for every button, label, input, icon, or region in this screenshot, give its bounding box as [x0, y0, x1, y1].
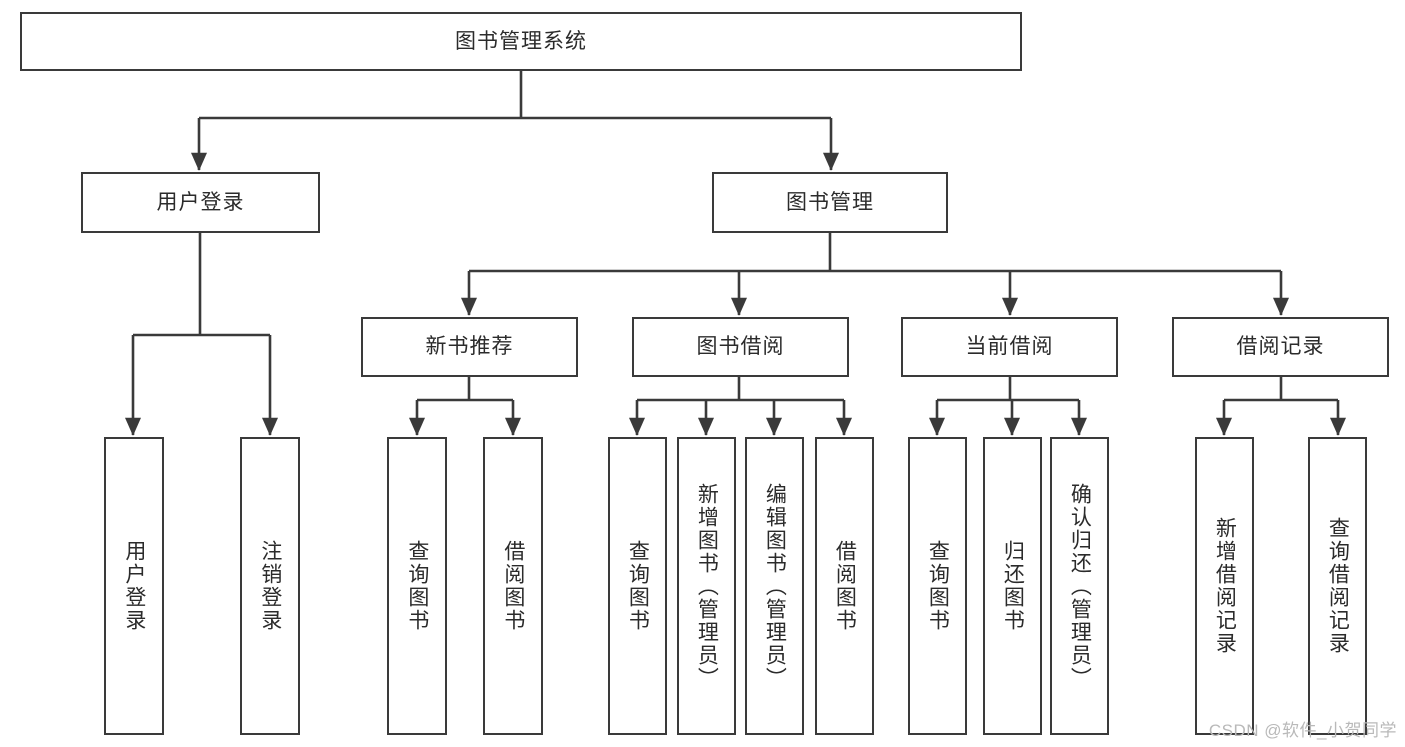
leaf-borrow-record-add-record[interactable]: 新增借阅记录: [1195, 437, 1254, 735]
node-label: 当前借阅: [965, 335, 1054, 359]
leaf-current-borrow-confirm-return-admin[interactable]: 确认归还（管理员）: [1050, 437, 1109, 735]
leaf-current-borrow-return-book[interactable]: 归还图书: [983, 437, 1042, 735]
node-label: 用户登录: [156, 190, 245, 214]
node-label: 借阅记录: [1236, 335, 1325, 359]
node-borrow-record[interactable]: 借阅记录: [1172, 317, 1389, 377]
leaf-book-borrow-borrow-book[interactable]: 借阅图书: [815, 437, 874, 735]
node-new-book-recommend[interactable]: 新书推荐: [361, 317, 578, 377]
node-label: 查询图书: [405, 540, 429, 632]
node-book-borrow[interactable]: 图书借阅: [632, 317, 849, 377]
node-root-book-management-system[interactable]: 图书管理系统: [20, 12, 1022, 71]
node-label: 借阅图书: [833, 540, 857, 632]
leaf-new-book-borrow-book[interactable]: 借阅图书: [483, 437, 543, 735]
node-label: 查询图书: [626, 540, 650, 632]
leaf-new-book-query-book[interactable]: 查询图书: [387, 437, 447, 735]
node-label: 归还图书: [1001, 540, 1025, 632]
node-label: 图书管理: [786, 190, 874, 214]
leaf-book-borrow-add-book-admin[interactable]: 新增图书（管理员）: [677, 437, 736, 735]
node-label: 编辑图书（管理员）: [763, 482, 787, 690]
node-current-borrow[interactable]: 当前借阅: [901, 317, 1118, 377]
node-label: 用户登录: [122, 540, 146, 632]
leaf-user-login-logout[interactable]: 注销登录: [240, 437, 300, 735]
node-label: 借阅图书: [501, 540, 525, 632]
node-label: 新书推荐: [425, 335, 514, 359]
node-label: 查询借阅记录: [1326, 517, 1350, 655]
node-label: 注销登录: [258, 540, 282, 632]
node-user-login[interactable]: 用户登录: [81, 172, 320, 233]
node-label: 图书借阅: [696, 335, 785, 359]
leaf-current-borrow-query-book[interactable]: 查询图书: [908, 437, 967, 735]
leaf-user-login-login[interactable]: 用户登录: [104, 437, 164, 735]
node-label: 新增图书（管理员）: [695, 482, 719, 690]
node-book-management[interactable]: 图书管理: [712, 172, 948, 233]
leaf-borrow-record-query-record[interactable]: 查询借阅记录: [1308, 437, 1367, 735]
leaf-book-borrow-query-book[interactable]: 查询图书: [608, 437, 667, 735]
node-label: 新增借阅记录: [1213, 517, 1237, 655]
node-label: 确认归还（管理员）: [1068, 482, 1092, 690]
csdn-watermark: CSDN @软件_小贺同学: [1208, 721, 1397, 740]
leaf-book-borrow-edit-book-admin[interactable]: 编辑图书（管理员）: [745, 437, 804, 735]
node-label: 图书管理系统: [455, 29, 587, 53]
node-label: 查询图书: [926, 540, 950, 632]
